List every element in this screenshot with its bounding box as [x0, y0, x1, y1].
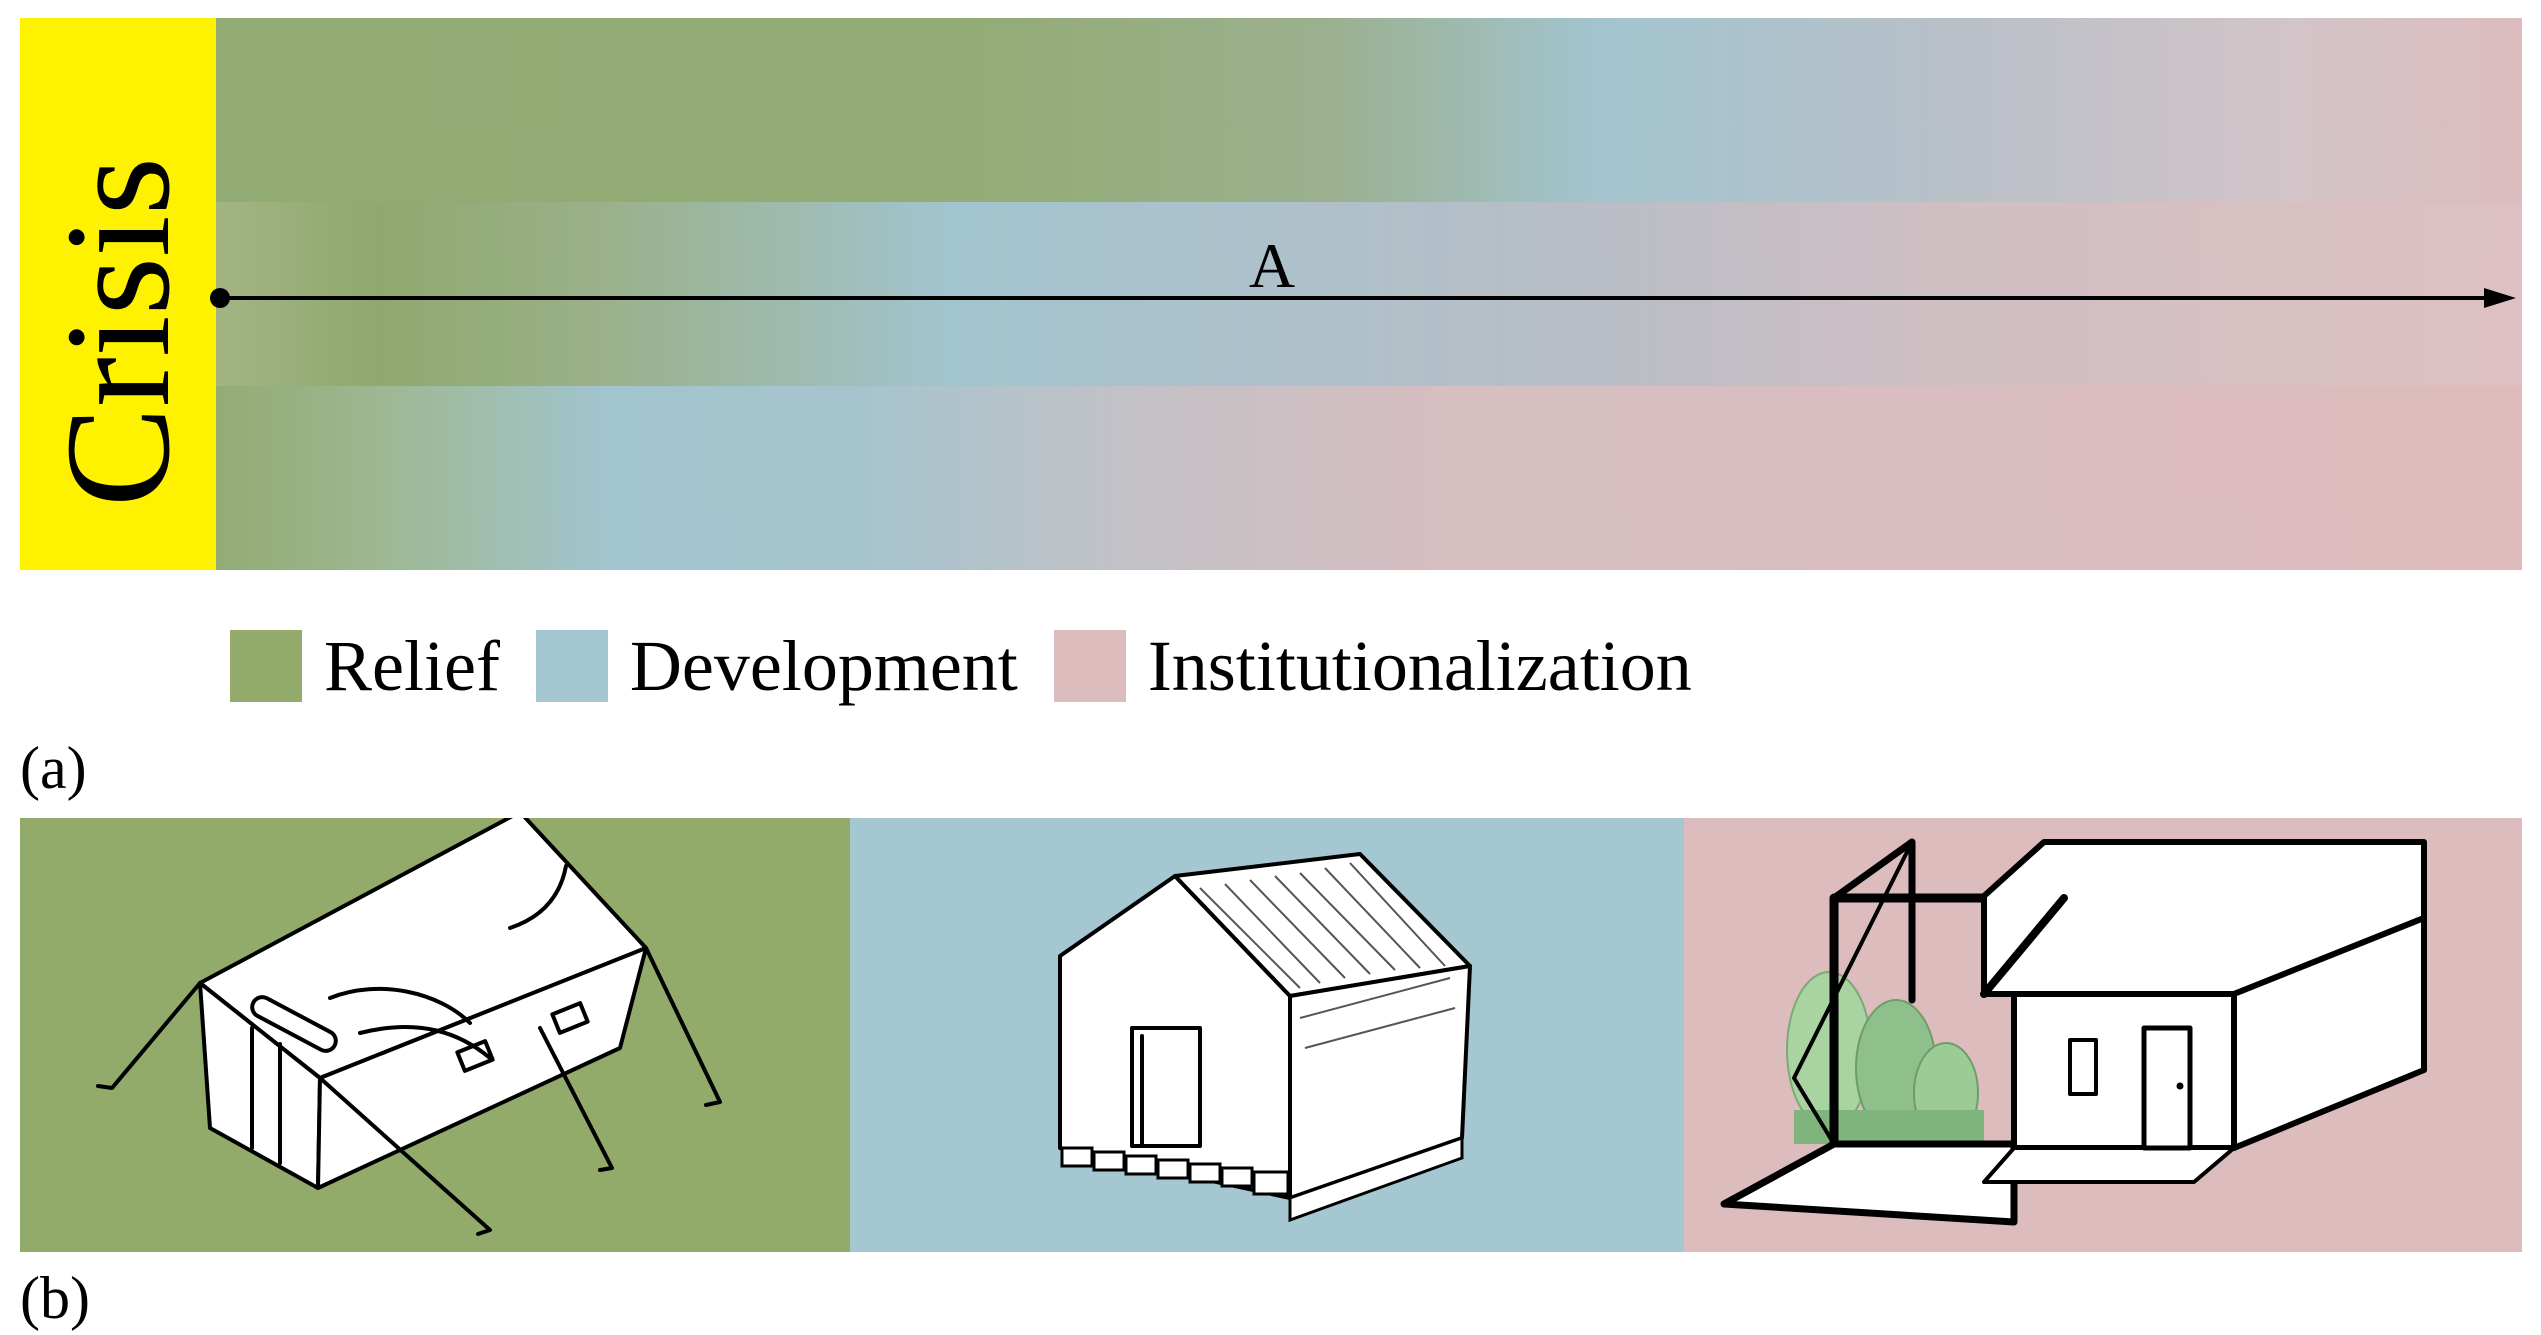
legend: Relief Development Institutionalization [230, 628, 1728, 704]
axis-label: A [1248, 230, 1296, 301]
panel-b-label: (b) [20, 1265, 90, 1331]
time-axis-origin-dot [210, 288, 230, 308]
transitional-shelter-icon [1058, 852, 1472, 1223]
timeline-band-bottom [216, 386, 2522, 570]
timeline-band-middle [216, 202, 2522, 386]
legend-swatch-development [535, 630, 608, 702]
legend-swatch-relief [230, 630, 302, 702]
tree-icon [1786, 971, 1984, 1144]
time-axis-arrowhead [2484, 288, 2516, 308]
timeline-band-top [216, 18, 2522, 202]
panel-a-label: (a) [20, 735, 87, 801]
crisis-block: Crisis [20, 18, 216, 570]
legend-label-development: Development [629, 626, 1018, 706]
shelter-panel-institutionalization [1684, 818, 2522, 1252]
legend-swatch-institutionalization [1053, 630, 1126, 702]
permanent-house-icon [1720, 838, 2427, 1226]
phase-timeline: Crisis A [20, 18, 2522, 570]
legend-item-relief: Relief [230, 630, 500, 702]
shelter-panel-development [850, 818, 1684, 1252]
shelter-panels [20, 818, 2522, 1252]
legend-label-relief: Relief [324, 626, 500, 706]
legend-label-institutionalization: Institutionalization [1147, 626, 1692, 706]
tent-icon [96, 818, 722, 1236]
legend-item-institutionalization: Institutionalization [1053, 626, 1692, 706]
shelter-panel-relief [20, 818, 850, 1252]
legend-item-development: Development [535, 626, 1018, 706]
time-axis [210, 288, 2516, 308]
